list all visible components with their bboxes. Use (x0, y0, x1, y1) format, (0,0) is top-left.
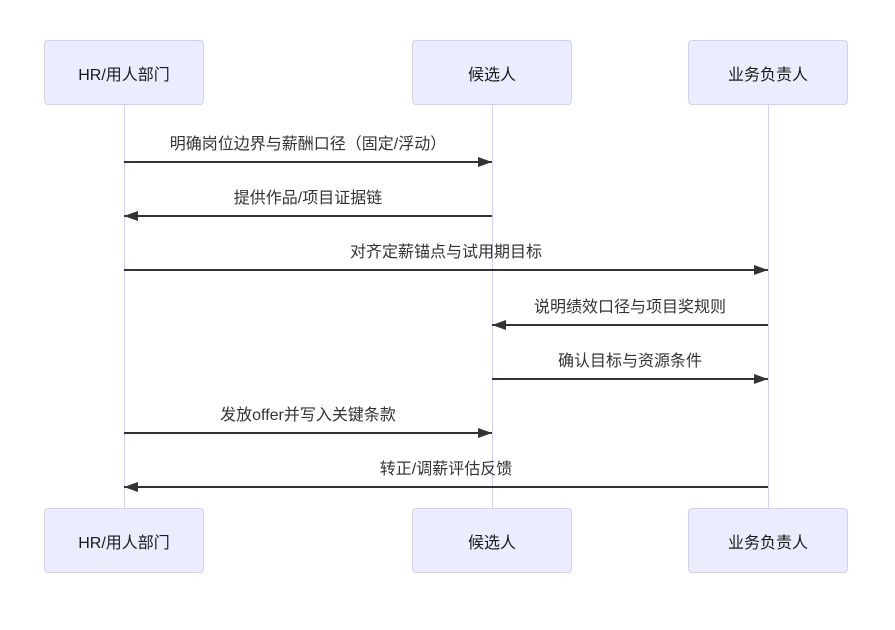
message-4-line (492, 324, 768, 326)
actor-hr-bottom: HR/用人部门 (44, 508, 204, 573)
lifeline-hr (123, 105, 125, 508)
actor-owner-top: 业务负责人 (688, 40, 848, 105)
message-3-arrowhead (754, 265, 768, 275)
actor-hr-top: HR/用人部门 (44, 40, 204, 105)
lifeline-owner (767, 105, 769, 508)
message-6-arrowhead (478, 428, 492, 438)
message-1-arrowhead (478, 157, 492, 167)
actor-label: HR/用人部门 (78, 534, 170, 552)
message-6-label: 发放offer并写入关键条款 (220, 407, 396, 424)
message-7-line (124, 486, 768, 488)
message-6-line (124, 432, 492, 434)
message-1-line (124, 161, 492, 163)
actor-label: 业务负责人 (727, 534, 808, 552)
message-2-arrowhead (124, 211, 138, 221)
actor-owner-bottom: 业务负责人 (688, 508, 848, 573)
actor-label: 业务负责人 (727, 66, 808, 84)
message-7-label: 转正/调薪评估反馈 (379, 461, 513, 478)
message-5-arrowhead (754, 374, 768, 384)
message-5-label: 确认目标与资源条件 (557, 353, 703, 370)
lifeline-candidate (491, 105, 493, 508)
message-4-label: 说明绩效口径与项目奖规则 (533, 299, 727, 316)
actor-candidate-top: 候选人 (412, 40, 572, 105)
actor-label: HR/用人部门 (78, 66, 170, 84)
message-2-label: 提供作品/项目证据链 (233, 190, 383, 207)
message-5-line (492, 378, 768, 380)
message-3-label: 对齐定薪锚点与试用期目标 (349, 244, 543, 261)
actor-candidate-bottom: 候选人 (412, 508, 572, 573)
message-2-line (124, 215, 492, 217)
actor-label: 候选人 (467, 534, 516, 552)
message-7-arrowhead (124, 482, 138, 492)
message-1-label: 明确岗位边界与薪酬口径（固定/浮动） (169, 136, 447, 153)
message-3-line (124, 269, 768, 271)
message-4-arrowhead (492, 320, 506, 330)
actor-label: 候选人 (467, 66, 516, 84)
